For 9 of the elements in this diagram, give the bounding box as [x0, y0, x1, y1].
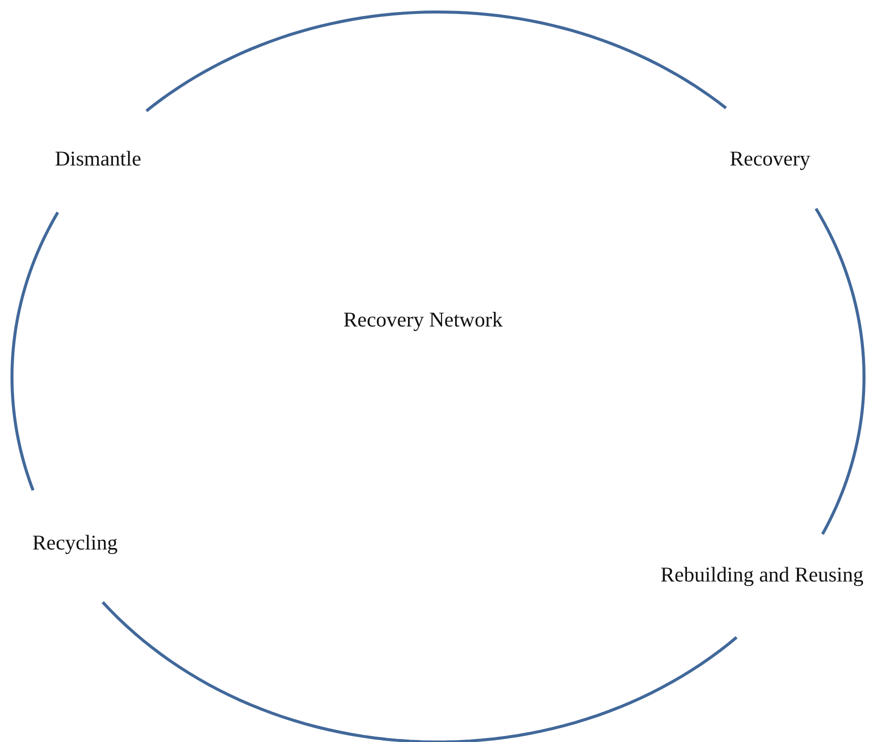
connector-arc — [102, 601, 738, 742]
stage-label: Dismantle — [54, 146, 142, 172]
connector-arc — [146, 10, 727, 112]
stage-label: Recovery — [730, 146, 810, 172]
stage-label: Rebuilding and Reusing — [660, 562, 864, 588]
connector-arc — [814, 208, 866, 535]
stage-label: Recycling — [32, 530, 118, 556]
connector-arc — [10, 212, 60, 491]
center-label: Recovery Network — [343, 308, 503, 332]
